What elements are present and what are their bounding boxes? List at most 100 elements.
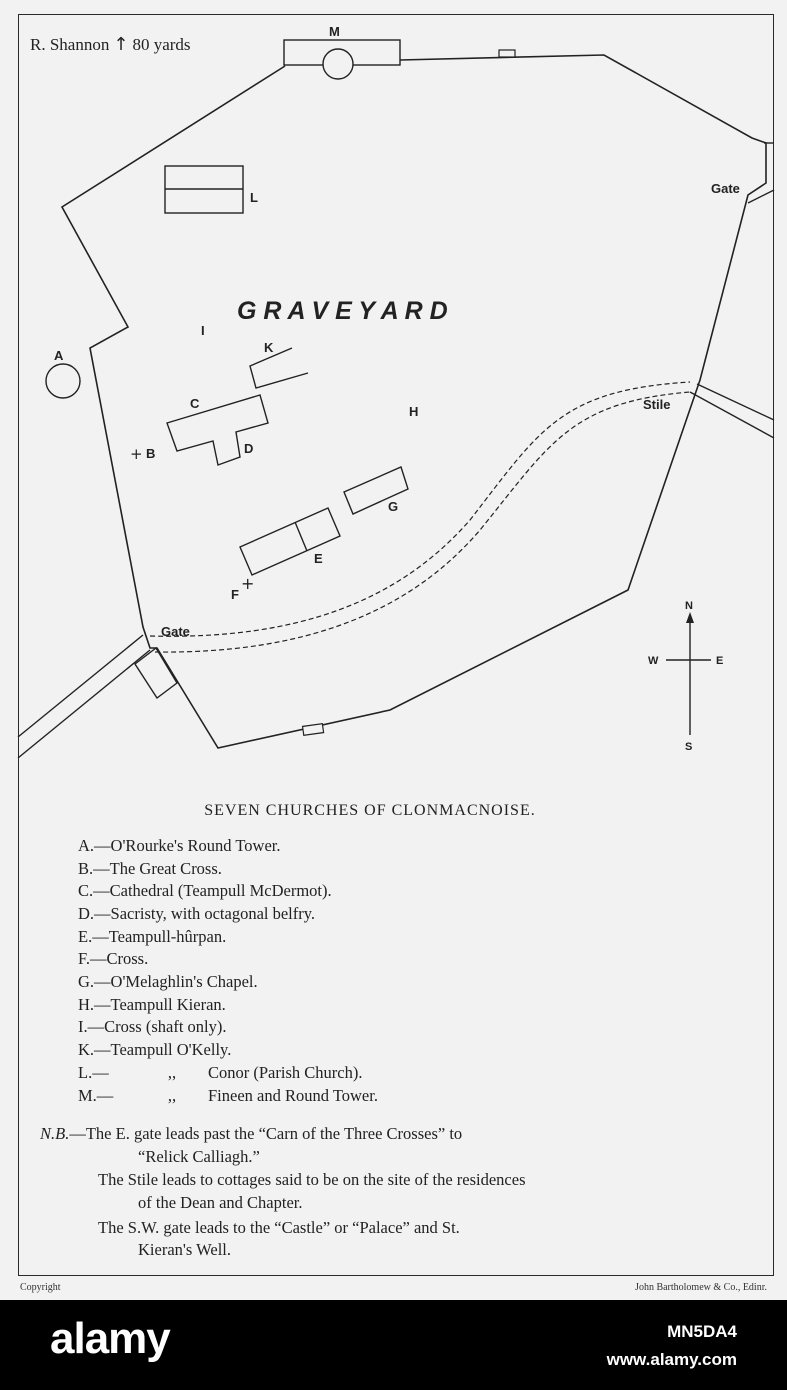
label-a: A <box>54 348 64 363</box>
legend-entry: M.—,, Fineen and Round Tower. <box>78 1086 378 1106</box>
graveyard-boundary <box>60 54 767 749</box>
legend-code: A.— <box>78 836 111 855</box>
note-line: “Relick Calliagh.” <box>138 1147 260 1166</box>
label-g: G <box>388 499 398 514</box>
alamy-logo: alamy <box>50 1314 171 1363</box>
legend-code: K.— <box>78 1040 111 1059</box>
legend-code: D.— <box>78 904 111 923</box>
site-plan: + + M L A I K C D B H G E F G R A V E Y … <box>17 24 775 759</box>
legend-text: Cross (shaft only). <box>104 1017 227 1036</box>
legend-entry: B.—The Great Cross. <box>78 859 222 879</box>
legend-text: Teampull Kieran. <box>110 995 226 1014</box>
sw-gate-wall-lower <box>17 649 151 759</box>
legend-text: Cathedral (Teampull McDermot). <box>109 881 332 900</box>
scale-distance: 80 yards <box>132 35 191 54</box>
legend-text: Fineen and Round Tower. <box>208 1086 378 1105</box>
legend-entry: A.—O'Rourke's Round Tower. <box>78 836 281 856</box>
label-k: K <box>264 340 274 355</box>
up-arrow-icon: ↑ <box>113 34 129 55</box>
label-e: E <box>314 551 323 566</box>
graveyard-label: G R A V E Y A R D <box>237 297 448 325</box>
cross-b-icon: + <box>130 445 143 463</box>
legend-entry: L.—,, Conor (Parish Church). <box>78 1063 362 1083</box>
publisher-text: John Bartholomew & Co., Edinr. <box>635 1282 767 1293</box>
stile-wall-upper <box>696 383 775 421</box>
ditto-mark: ,, <box>167 1063 177 1082</box>
note-line: —The E. gate leads past the “Carn of the… <box>69 1124 463 1143</box>
image-id: MN5DA4 <box>667 1322 737 1341</box>
note-east-gate: N.B.—The E. gate leads past the “Carn of… <box>40 1124 462 1144</box>
legend-code: F.— <box>78 949 107 968</box>
label-c: C <box>190 396 200 411</box>
east-gate-wall <box>747 189 775 204</box>
building-c-cathedral <box>166 394 269 466</box>
ditto-mark: ,, <box>167 1086 177 1105</box>
small-structure-top <box>498 49 516 58</box>
cross-f-icon: + <box>241 574 254 593</box>
sw-gate-house <box>134 646 178 700</box>
path-dashed-upper <box>149 381 691 637</box>
map-sheet: R. Shannon↑80 yards <box>0 0 787 1300</box>
label-i: I <box>201 323 205 338</box>
sw-gate-label: Gate <box>161 624 190 639</box>
legend-code: M.— <box>78 1086 114 1105</box>
legend-code: H.— <box>78 995 111 1014</box>
watermark-bar: alamy MN5DA4 www.alamy.com <box>0 1300 787 1390</box>
legend-code: L.— <box>78 1063 109 1082</box>
building-e-divider <box>294 521 308 552</box>
river-label: R. Shannon <box>30 35 110 54</box>
legend-title: SEVEN CHURCHES OF CLONMACNOISE. <box>204 802 536 819</box>
legend-entry: F.—Cross. <box>78 949 148 969</box>
legend-code: G.— <box>78 972 111 991</box>
compass-n: N <box>685 600 693 612</box>
legend-text: Cross. <box>106 949 149 968</box>
scale-note: R. Shannon↑80 yards <box>30 34 191 55</box>
legend-code: B.— <box>78 859 110 878</box>
legend-entry: K.—Teampull O'Kelly. <box>78 1040 231 1060</box>
label-b: B <box>146 446 155 461</box>
map-frame <box>18 14 774 1276</box>
round-tower-a <box>45 363 81 399</box>
legend-text: Sacristy, with octagonal belfry. <box>110 904 316 923</box>
stile-wall-lower <box>689 391 775 439</box>
compass-s: S <box>685 741 692 753</box>
legend-text: The Great Cross. <box>109 859 222 878</box>
label-d: D <box>244 441 253 456</box>
legend-entry: C.—Cathedral (Teampull McDermot). <box>78 881 332 901</box>
path-dashed-lower <box>154 391 691 653</box>
legend-entry: D.—Sacristy, with octagonal belfry. <box>78 904 315 924</box>
note-sw-gate: The S.W. gate leads to the “Castle” or “… <box>98 1218 460 1237</box>
compass-e: E <box>716 655 723 667</box>
copyright-text: Copyright <box>20 1282 61 1293</box>
label-l: L <box>250 190 258 205</box>
building-k <box>249 347 309 389</box>
site-url: www.alamy.com <box>606 1350 737 1369</box>
legend-entry: G.—O'Melaghlin's Chapel. <box>78 972 258 992</box>
legend-code: I.— <box>78 1017 105 1036</box>
legend-code: E.— <box>78 927 109 946</box>
label-m: M <box>329 24 340 39</box>
legend-text: Teampull O'Kelly. <box>110 1040 232 1059</box>
label-h: H <box>409 404 418 419</box>
label-f: F <box>231 587 239 602</box>
east-gate-label: Gate <box>711 181 740 196</box>
compass-w: W <box>648 655 659 667</box>
legend-entry: E.—Teampull-hûrpan. <box>78 927 226 947</box>
note-line: of the Dean and Chapter. <box>138 1193 303 1212</box>
sw-gate-wall-upper <box>17 634 144 738</box>
legend-code: C.— <box>78 881 110 900</box>
building-e-teampull <box>239 507 341 576</box>
nb-label: N.B. <box>40 1124 70 1143</box>
legend-text: O'Rourke's Round Tower. <box>110 836 281 855</box>
legend-text: O'Melaghlin's Chapel. <box>110 972 258 991</box>
legend-text: Conor (Parish Church). <box>208 1063 363 1082</box>
stile-label: Stile <box>643 397 670 412</box>
note-line: Kieran's Well. <box>138 1240 231 1259</box>
note-stile: The Stile leads to cottages said to be o… <box>98 1170 526 1189</box>
small-structure-south <box>301 722 325 737</box>
legend-entry: I.—Cross (shaft only). <box>78 1017 227 1037</box>
legend-text: Teampull-hûrpan. <box>108 927 227 946</box>
compass-north-arrow-icon <box>686 612 694 623</box>
legend-entry: H.—Teampull Kieran. <box>78 995 226 1015</box>
round-tower-m <box>322 48 354 80</box>
